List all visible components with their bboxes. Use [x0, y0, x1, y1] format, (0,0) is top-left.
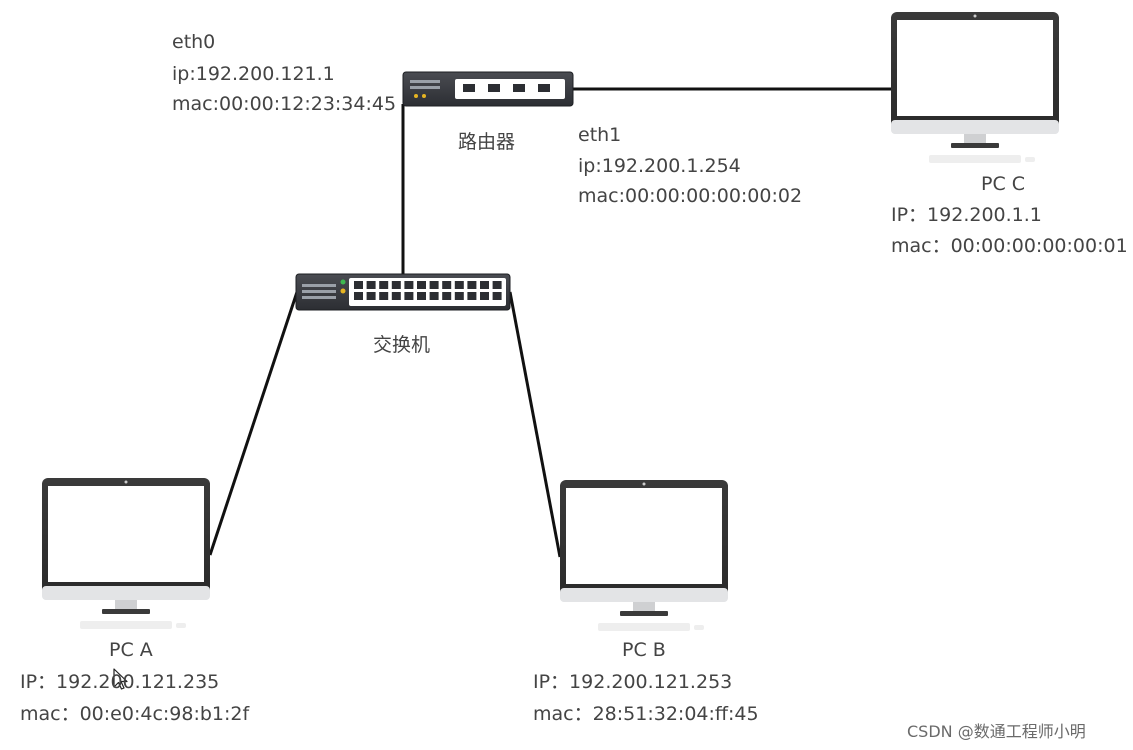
cable-switch-pcb [508, 291, 562, 558]
cable-switch-pca [208, 291, 299, 556]
pc-c-monitor-icon[interactable] [891, 12, 1059, 163]
router-eth1-name: eth1 [578, 124, 622, 146]
pc-c-mac: mac：00:00:00:00:00:01 [891, 235, 1128, 257]
switch-port [429, 292, 439, 300]
switch-port [492, 281, 502, 289]
switch-port [442, 292, 452, 300]
watermark: CSDN @数通工程师小明 [907, 722, 1086, 741]
switch-port [379, 281, 389, 289]
cables [208, 87, 893, 558]
switch-port [379, 292, 389, 300]
router-eth0-name: eth0 [172, 31, 216, 53]
switch-port [429, 281, 439, 289]
switch-port [417, 281, 426, 289]
switch-port [480, 292, 489, 300]
switch-port [391, 292, 401, 300]
router-eth1-ip: ip:192.200.1.254 [578, 155, 741, 177]
pc-a-monitor-icon[interactable] [42, 478, 210, 629]
pc-b-ip: IP：192.200.121.253 [533, 671, 733, 693]
router-eth1-mac: mac:00:00:00:00:00:02 [578, 185, 803, 207]
switch-label: 交换机 [373, 334, 431, 356]
pc-b-name: PC B [622, 639, 666, 661]
switch-port [492, 292, 502, 300]
pc-b-monitor-icon[interactable] [560, 480, 728, 631]
switch-port [354, 281, 363, 289]
switch-led-green [340, 279, 346, 285]
switch-port [354, 292, 363, 300]
pc-a-name: PC A [109, 639, 153, 661]
pc-a-ip: IP：192.200.121.235 [20, 671, 220, 693]
pc-b-mac: mac：28:51:32:04:ff:45 [533, 703, 759, 725]
switch-port [366, 281, 376, 289]
switch-port [404, 292, 414, 300]
switch-port [366, 292, 376, 300]
router-icon[interactable] [402, 71, 574, 107]
switch-port [480, 281, 489, 289]
router-eth0-mac: mac:00:00:12:23:34:45 [172, 93, 397, 115]
pc-c-ip: IP：192.200.1.1 [891, 204, 1042, 226]
switch-port [467, 281, 477, 289]
mouse-pointer-icon [113, 668, 128, 690]
switch-port [454, 292, 464, 300]
router-eth0-ip: ip:192.200.121.1 [172, 63, 335, 85]
pc-a-mac: mac：00:e0:4c:98:b1:2f [20, 703, 250, 725]
router-label: 路由器 [458, 131, 516, 153]
pc-c-name: PC C [981, 173, 1026, 195]
switch-port [467, 292, 477, 300]
switch-port [417, 292, 426, 300]
switch-port [391, 281, 401, 289]
switch-led-yellow [340, 288, 346, 294]
switch-port [404, 281, 414, 289]
switch-port [454, 281, 464, 289]
switch-port [442, 281, 452, 289]
switch-icon[interactable] [295, 273, 511, 311]
